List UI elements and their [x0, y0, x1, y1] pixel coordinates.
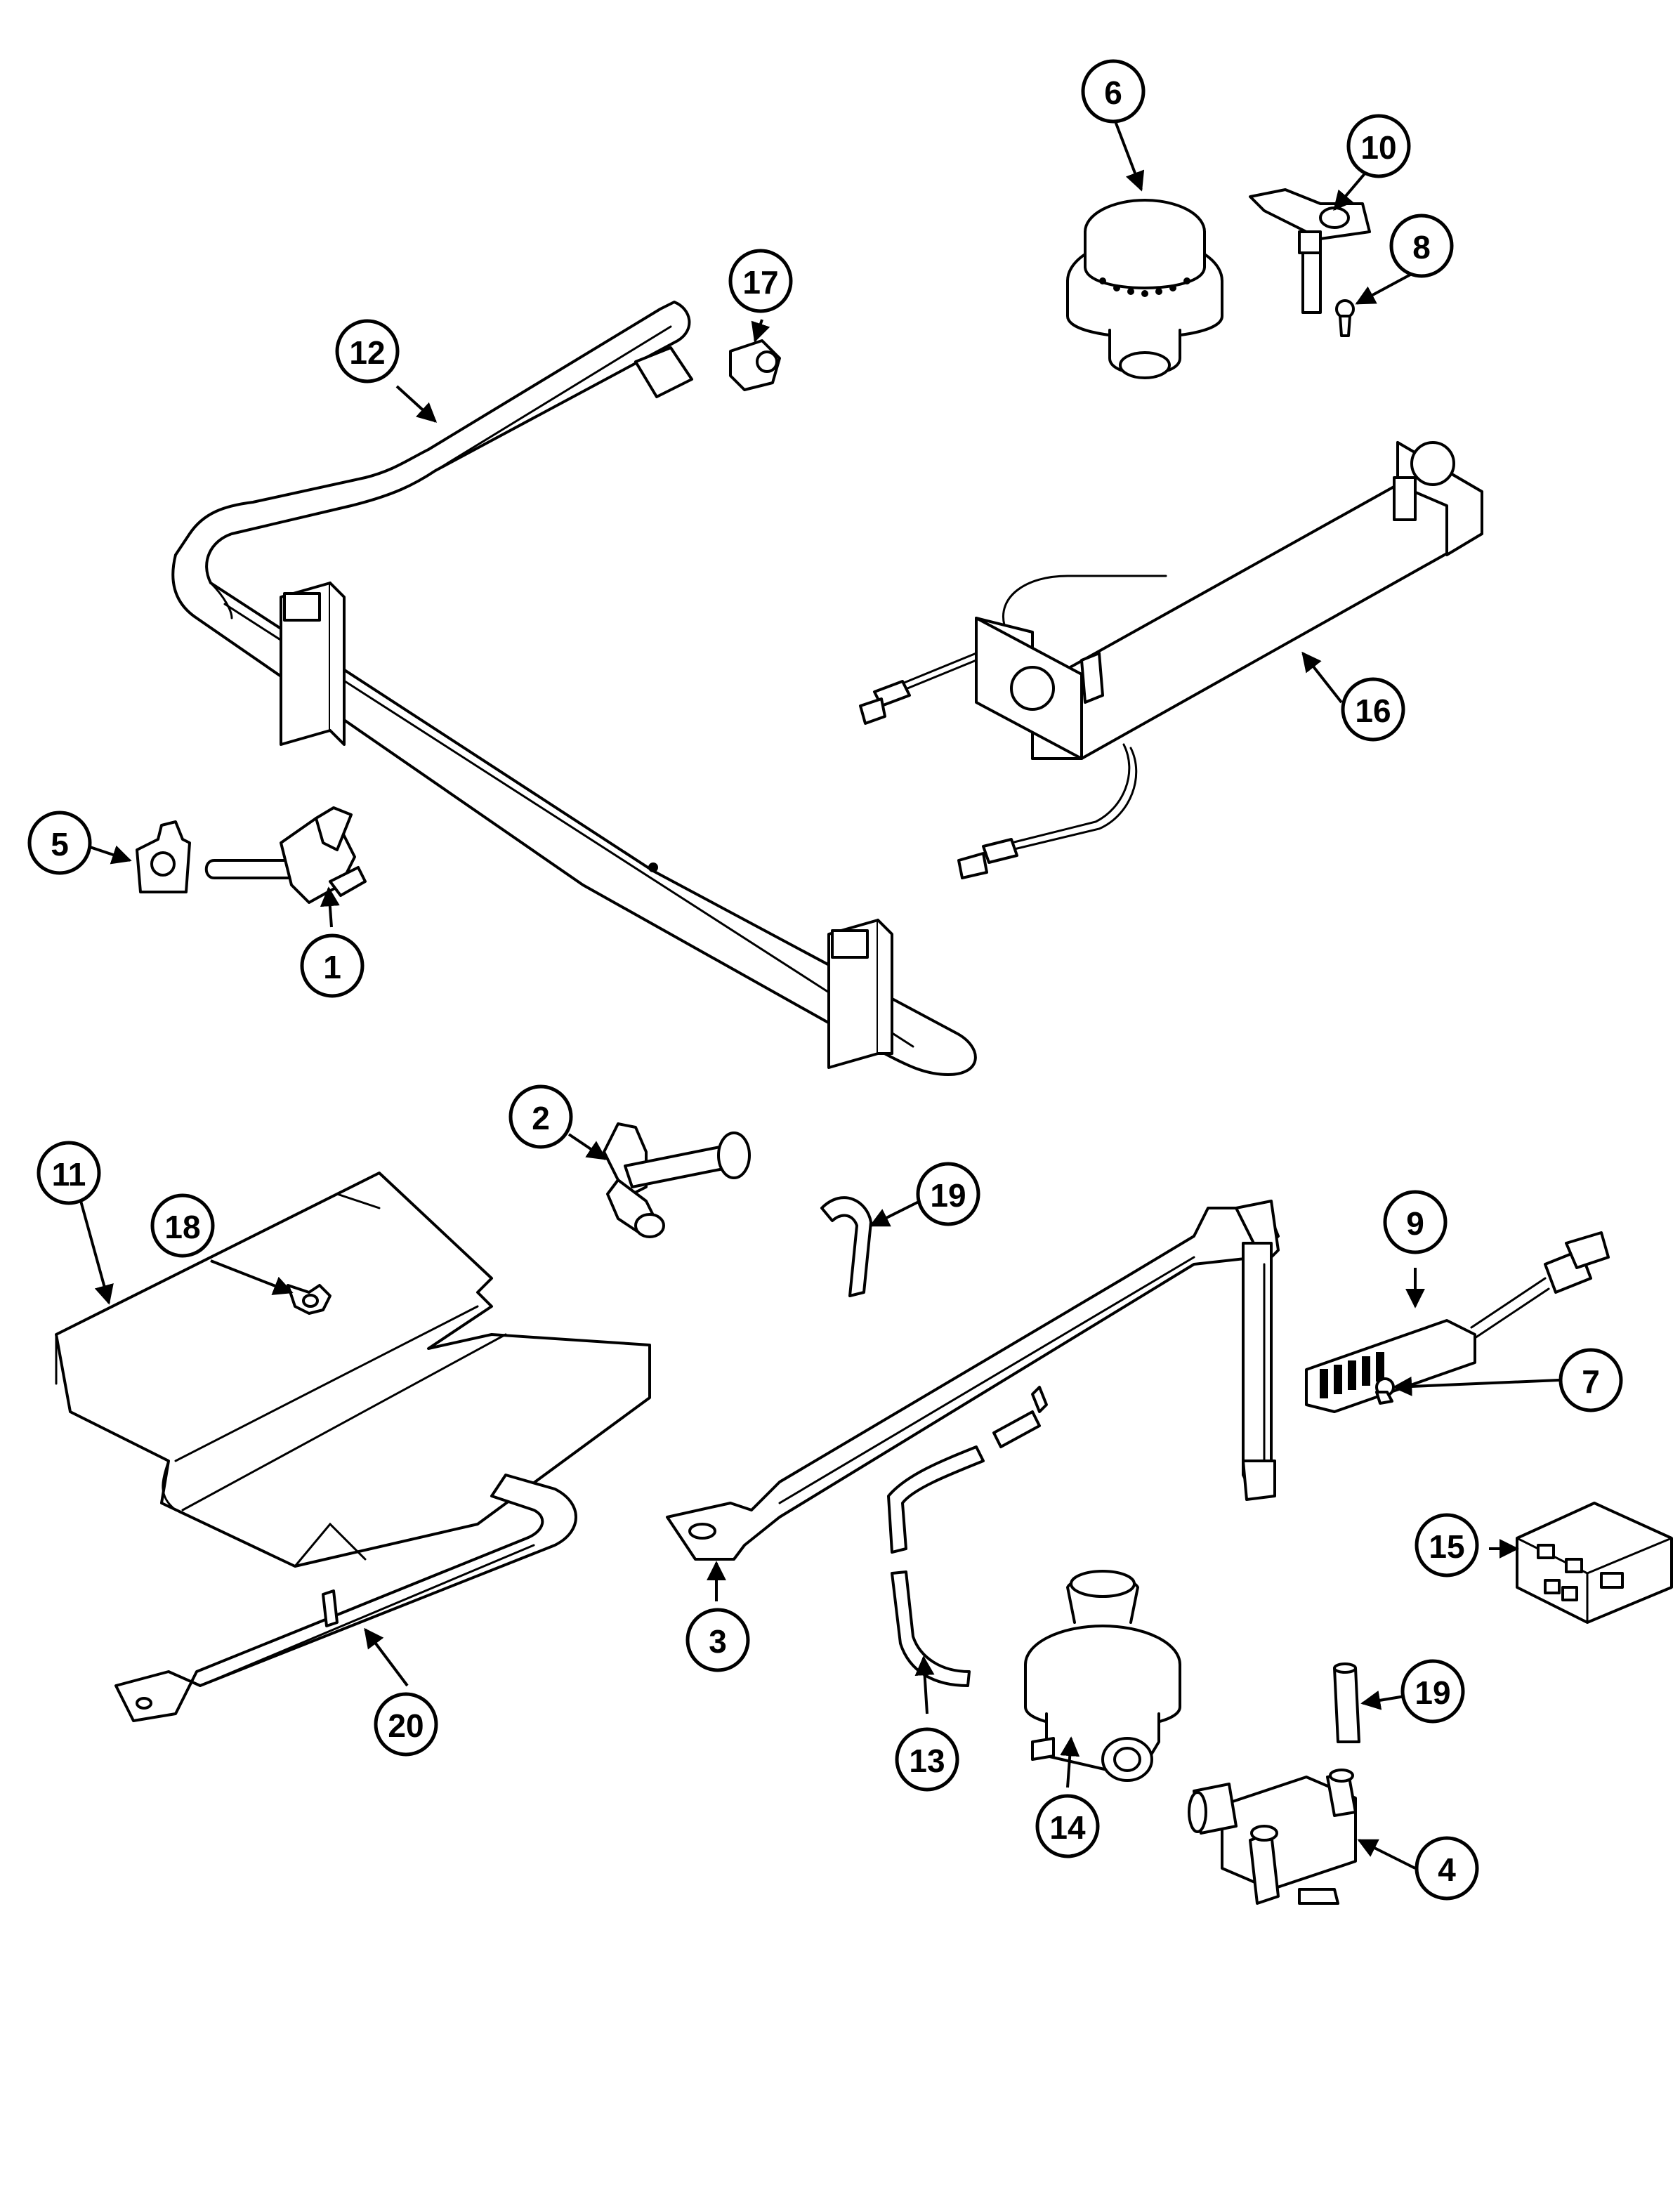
callout-label: 7: [1582, 1363, 1600, 1400]
part-4-valve: [1188, 1769, 1357, 1905]
callout-13: 13: [895, 1727, 959, 1792]
callout-3: 3: [685, 1608, 750, 1672]
part-2-elbow: [603, 1122, 751, 1238]
callout-label: 9: [1406, 1205, 1424, 1242]
callout-label: 4: [1438, 1851, 1456, 1888]
callout-label: 17: [742, 264, 778, 301]
callout-5: 5: [27, 811, 92, 875]
callout-10: 10: [1346, 114, 1411, 178]
callout-12: 12: [335, 319, 400, 383]
callout-label: 15: [1429, 1528, 1464, 1565]
part-6-burner-head: [1066, 199, 1223, 379]
part-12-burner-tube: [171, 301, 977, 1076]
part-13-hoses: [887, 1386, 1048, 1687]
callout-20: 20: [374, 1692, 438, 1757]
callout-label: 8: [1412, 229, 1431, 265]
callout-14: 14: [1035, 1794, 1100, 1858]
part-8-screw: [1335, 299, 1355, 337]
callout-label: 2: [532, 1100, 550, 1136]
callout-7: 7: [1558, 1348, 1623, 1412]
callout-4: 4: [1415, 1836, 1479, 1901]
callout-8: 8: [1389, 214, 1454, 278]
callout-17: 17: [728, 249, 793, 313]
callout-label: 10: [1360, 129, 1396, 166]
part-5-clip: [136, 820, 191, 893]
part-15-module: [1516, 1502, 1673, 1624]
callout-label: 19: [930, 1177, 966, 1214]
part-20-lower-burner: [114, 1474, 577, 1722]
part-3-burner-tube-right: [666, 1200, 1280, 1561]
part-18-wing-nut: [287, 1284, 332, 1315]
callout-label: 16: [1355, 693, 1391, 729]
callout-label: 3: [709, 1623, 727, 1660]
callout-15: 15: [1415, 1513, 1479, 1577]
part-14-regulator: [1024, 1570, 1181, 1782]
callout-6: 6: [1081, 59, 1146, 124]
part-19-sleeve-bottom: [1333, 1662, 1360, 1743]
callout-label: 13: [909, 1743, 945, 1779]
part-16-burner-box: [859, 441, 1483, 879]
callout-16: 16: [1341, 677, 1405, 742]
callout-19-top: 19: [916, 1162, 980, 1226]
callout-1: 1: [300, 933, 365, 998]
callout-label: 1: [323, 949, 341, 985]
callout-18: 18: [150, 1193, 215, 1258]
part-9-igniter: [1305, 1231, 1610, 1413]
part-19-hose-top: [820, 1196, 872, 1297]
callout-label: 11: [52, 1156, 86, 1193]
callout-label: 20: [388, 1707, 424, 1744]
callout-label: 5: [51, 826, 69, 862]
callout-9: 9: [1383, 1190, 1448, 1254]
callout-label: 18: [164, 1209, 200, 1245]
part-11-heat-shield: [55, 1172, 651, 1568]
callout-label: 14: [1049, 1809, 1086, 1846]
callout-2: 2: [508, 1084, 573, 1149]
callout-label: 6: [1104, 74, 1122, 111]
leader-lines: [79, 115, 1560, 1870]
callout-11: 11: [37, 1141, 101, 1205]
part-1-valve: [204, 806, 367, 904]
callout-label: 19: [1415, 1674, 1450, 1711]
part-10-electrode-bracket: [1249, 188, 1371, 314]
callout-19-bottom: 19: [1400, 1659, 1465, 1724]
part-7-screw: [1375, 1377, 1395, 1405]
part-17-nut: [729, 339, 781, 391]
callout-label: 12: [349, 334, 385, 371]
